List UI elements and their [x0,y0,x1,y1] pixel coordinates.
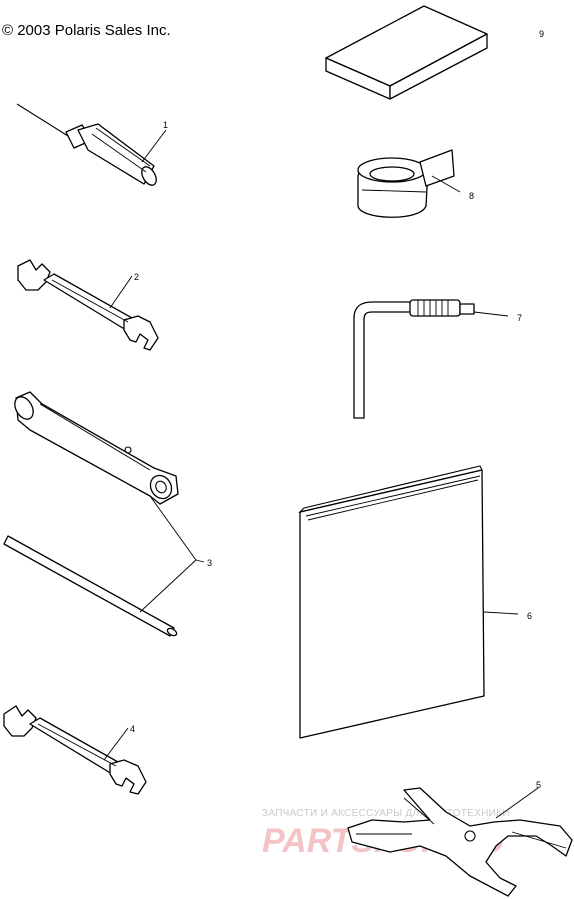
open-end-wrench-lower-part[interactable] [3,705,147,795]
leader-2 [109,275,133,309]
copyright-notice: © 2003 Polaris Sales Inc. [2,22,171,39]
callout-9: 9 [539,29,544,39]
hex-key-part[interactable] [353,299,475,419]
callout-8: 8 [469,191,474,201]
leader-8 [431,175,461,193]
tube-wrench-part[interactable] [11,391,179,505]
tommy-bar-part[interactable] [3,535,178,637]
leader-3c [195,559,205,563]
callout-1: 1 [163,120,168,130]
leader-4 [103,727,129,761]
callout-2: 2 [134,272,139,282]
leader-6 [483,611,519,615]
open-end-wrench-upper-part[interactable] [17,259,159,351]
leader-7 [473,311,509,317]
leader-1 [141,129,167,163]
tape-roll-part[interactable] [357,149,455,218]
screwdriver-part[interactable] [16,103,159,188]
leader-3b [139,559,197,613]
owners-manual-part[interactable] [298,465,485,739]
leader-5 [495,787,539,819]
spanner-part[interactable] [347,787,573,897]
tool-pouch-part[interactable] [325,5,488,100]
watermark-subtitle: ЗАПЧАСТИ И АКСЕССУАРЫ ДЛЯ МОТОТЕХНИКИ [262,808,510,819]
callout-6: 6 [527,611,532,621]
leader-3a [149,495,197,561]
callout-4: 4 [130,724,135,734]
callout-7: 7 [517,313,522,323]
callout-3: 3 [207,558,212,568]
callout-5: 5 [536,780,541,790]
